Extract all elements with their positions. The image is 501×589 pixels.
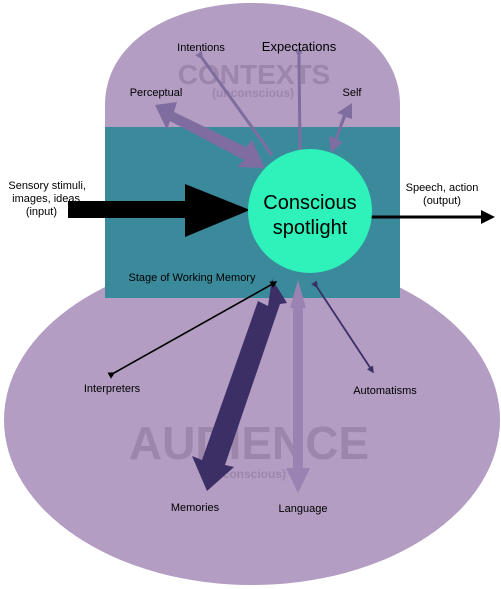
intentions-label: Intentions: [177, 42, 225, 54]
self-label: Self: [343, 87, 363, 99]
output-arrow: [352, 210, 495, 224]
automatisms-arrow: [311, 280, 374, 374]
automatisms-label: Automatisms: [353, 385, 417, 397]
input-label-line1: Sensory stimuli,: [8, 180, 86, 192]
language-arrow: [286, 280, 310, 493]
interpreters-label: Interpreters: [84, 383, 141, 395]
output-label-line1: Speech, action: [406, 182, 479, 194]
input-label-line2: images, ideas: [12, 193, 80, 205]
contexts-lobe: [105, 3, 400, 128]
intentions-arrow: [195, 50, 274, 156]
spotlight-line2: spotlight: [273, 217, 348, 239]
expectations-arrow: [294, 49, 303, 151]
self-arrow: [329, 103, 352, 153]
expectations-label: Expectations: [262, 39, 337, 54]
interpreters-arrow: [107, 281, 278, 379]
memories-label: Memories: [171, 502, 220, 514]
stage-label: Stage of Working Memory: [129, 272, 256, 284]
conscious-spotlight: [248, 149, 372, 273]
contexts-subtitle: (unconscious): [212, 86, 294, 100]
contexts-title: CONTEXTS: [178, 59, 330, 90]
input-arrow: [68, 184, 250, 237]
audience-title: AUDIENCE: [129, 417, 369, 469]
output-label-line2: (output): [423, 195, 461, 207]
language-label: Language: [279, 503, 328, 515]
spotlight-line1: Conscious: [263, 192, 356, 214]
perceptual-label: Perceptual: [130, 87, 183, 99]
input-label-line3: (input): [26, 206, 57, 218]
perceptual-arrow: [155, 102, 265, 168]
